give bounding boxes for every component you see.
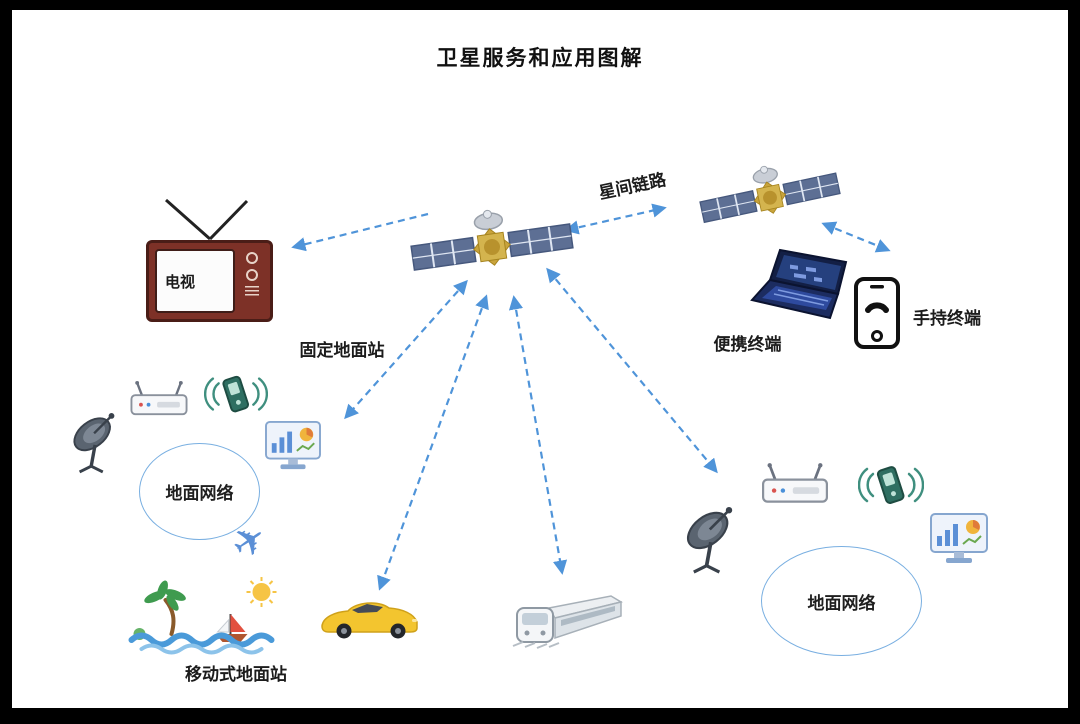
arrow-satellite-to-car (377, 294, 489, 591)
ground-network-left-label: 地面网络 (165, 484, 234, 504)
arrow-satellite-to-train (508, 295, 568, 575)
ground-network-left-ellipse: 地面网络 (139, 443, 260, 540)
mobile-ground-station-label: 移动式地面站 (185, 665, 287, 685)
car-icon (317, 591, 423, 641)
arrow-satellite-to-right-network (546, 267, 718, 474)
satellite-dish-left-icon (68, 410, 126, 474)
tv-controls (240, 249, 264, 313)
train-icon (509, 592, 627, 650)
diagram-title: 卫星服务和应用图解 (436, 46, 644, 70)
tv-vents-icon (245, 286, 259, 298)
satellite-dish-right-icon (681, 502, 745, 576)
tv-label: 电视 (165, 272, 196, 291)
tv-knob-icon (246, 269, 258, 281)
communication-satellite-secondary-icon (692, 152, 848, 240)
router-right-icon (759, 462, 831, 506)
smartphone-icon (852, 276, 902, 350)
monitor-right-icon (929, 512, 989, 568)
radio-terminal-right-icon (858, 458, 924, 514)
ground-network-right-label: 地面网络 (807, 593, 876, 614)
handheld-terminal-label: 手持终端 (913, 309, 981, 329)
arrow-satellite-to-fixed-ground-station (344, 279, 468, 420)
tv-knob-icon (246, 252, 258, 264)
portable-terminal-label: 便携终端 (713, 335, 782, 355)
tv-body: 电视 (146, 240, 273, 322)
tv-screen: 电视 (155, 249, 235, 313)
laptop-icon (750, 248, 858, 324)
ground-network-right-ellipse: 地面网络 (761, 546, 922, 656)
tv-icon: 电视 (146, 196, 276, 322)
router-left-icon (127, 380, 191, 418)
tv-antenna-icon (165, 198, 249, 240)
radio-terminal-left-icon (204, 368, 268, 422)
beach-scene-icon (127, 576, 290, 656)
monitor-left-icon (264, 420, 322, 474)
communication-satellite-main-icon (402, 195, 582, 295)
arrow-inter-satellite-link (564, 203, 667, 235)
